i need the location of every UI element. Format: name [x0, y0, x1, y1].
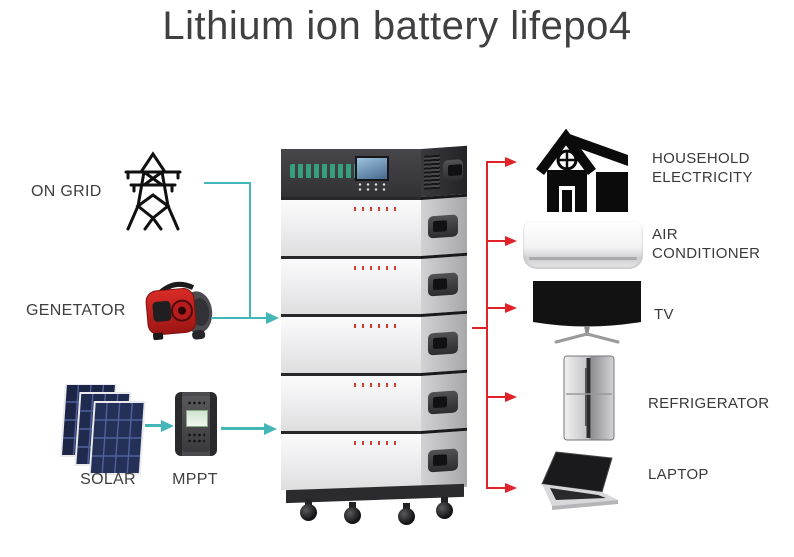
household-electricity-label: HOUSEHOLD ELECTRICITY: [652, 150, 753, 186]
battery-module: [281, 314, 421, 373]
grid-line-horizontal: [204, 182, 251, 184]
mppt-to-battery-line: [221, 427, 266, 430]
page-title: Lithium ion battery lifepo4: [162, 4, 632, 48]
on-grid-label: ON GRID: [31, 183, 102, 200]
caster-wheel: [436, 502, 453, 519]
refrigerator-branch-line: [487, 396, 506, 398]
laptop-branch-line: [487, 487, 506, 489]
battery-module-side: [421, 428, 467, 490]
ac-branch-line: [487, 240, 506, 242]
air-conditioner-label: AIR CONDITIONER: [652, 226, 761, 262]
solar-to-mppt-line: [145, 424, 163, 427]
solar-label: SOLAR: [80, 471, 136, 488]
caster-fork: [349, 502, 356, 510]
transmission-tower-icon: [124, 151, 182, 231]
vent-grille: [424, 154, 440, 190]
led-indicators: [353, 265, 396, 270]
caster-fork: [441, 497, 448, 505]
grid-line-vertical: [249, 182, 251, 319]
led-indicators: [353, 207, 396, 211]
caster-fork: [403, 503, 410, 511]
battery-handle: [428, 389, 458, 415]
battery-module-side: [421, 252, 467, 315]
tv-label: TV: [654, 306, 674, 323]
battery-head-side: [421, 145, 467, 197]
battery-handle: [428, 214, 458, 239]
battery-module-side: [421, 369, 467, 432]
battery-handle: [443, 159, 463, 183]
battery-handle: [428, 448, 458, 473]
caster-wheel: [398, 508, 415, 525]
battery-module: [281, 431, 421, 490]
air-conditioner-icon: [523, 221, 643, 269]
generator-to-battery-line: [211, 317, 268, 319]
refrigerator-icon: [563, 355, 615, 441]
control-buttons: [356, 182, 388, 192]
caster-wheel: [300, 504, 317, 521]
mppt-terminals-top: [187, 400, 205, 406]
battery-module: [281, 255, 421, 315]
mppt-charge-controller-icon: [175, 392, 217, 456]
refrigerator-branch-arrowhead: [505, 392, 517, 402]
battery-module-side: [421, 193, 467, 256]
generator-icon: [145, 281, 213, 341]
loads-bus-line: [486, 161, 488, 489]
tv-branch-line: [487, 307, 506, 309]
household-branch-line: [487, 161, 506, 163]
household-branch-arrowhead: [505, 157, 517, 167]
battery-module: [281, 197, 421, 256]
house-icon: [535, 128, 628, 212]
mppt-buttons: [187, 432, 205, 444]
led-indicators: [353, 324, 396, 329]
caster-fork: [305, 499, 312, 507]
generator-label: GENETATOR: [26, 302, 126, 319]
tv-branch-arrowhead: [505, 303, 517, 313]
mppt-to-battery-arrowhead: [264, 422, 277, 435]
laptop-icon: [541, 451, 618, 510]
generator-to-battery-arrowhead: [266, 312, 279, 324]
lcd-display: [355, 156, 389, 181]
brand-logo: [290, 164, 356, 178]
solar-panels-icon: [59, 384, 146, 475]
tv-icon: [533, 281, 641, 344]
battery-control-head: [281, 149, 421, 197]
led-indicators: [353, 441, 396, 446]
mppt-label: MPPT: [172, 471, 218, 488]
laptop-branch-arrowhead: [505, 483, 517, 493]
battery-front-panel: [281, 149, 421, 490]
ac-branch-arrowhead: [505, 236, 517, 246]
laptop-label: LAPTOP: [648, 466, 709, 483]
solar-to-mppt-arrowhead: [161, 419, 174, 432]
battery-module-side: [421, 310, 467, 373]
caster-wheel: [344, 507, 361, 524]
battery-side-panel: [421, 145, 467, 490]
battery-tower: [281, 145, 467, 525]
battery-handle: [428, 272, 458, 297]
battery-handle: [428, 331, 458, 356]
battery-output-stub: [472, 327, 487, 329]
battery-module: [281, 372, 421, 432]
mppt-screen: [186, 410, 208, 427]
refrigerator-label: REFRIGERATOR: [648, 395, 770, 412]
led-indicators: [353, 382, 396, 387]
